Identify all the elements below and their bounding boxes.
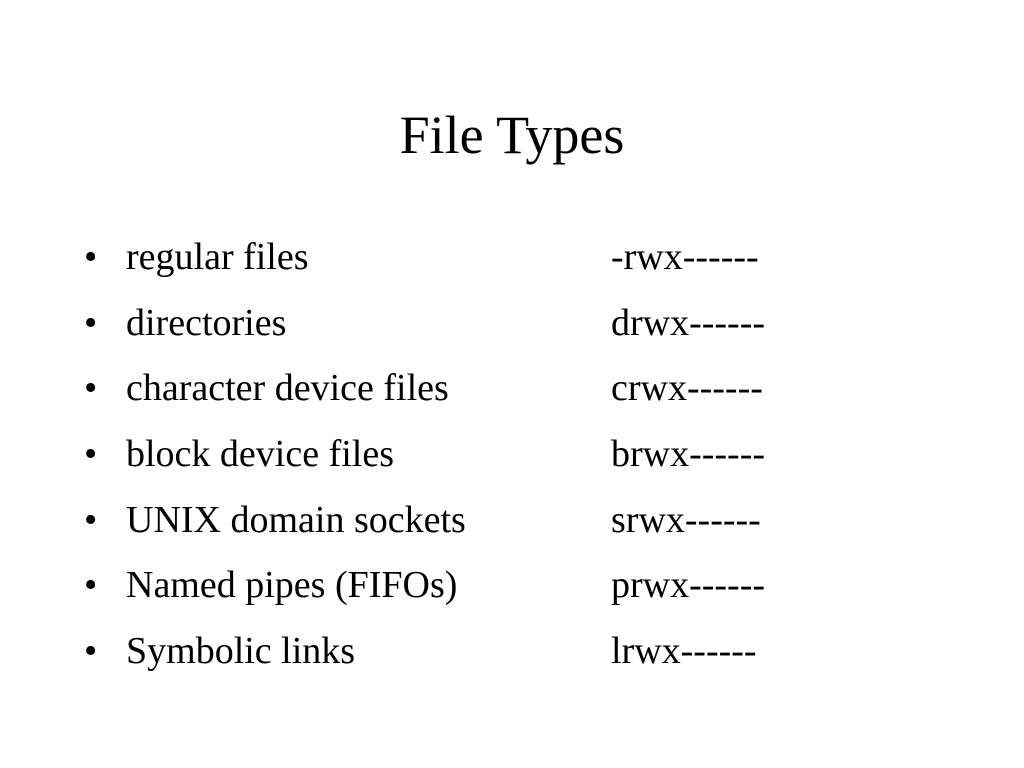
file-type-label: block device files bbox=[126, 433, 395, 476]
list-item: • UNIX domain sockets srwx------ bbox=[84, 495, 765, 561]
permission-string: lrwx------ bbox=[611, 630, 757, 673]
permission-string: drwx------ bbox=[611, 301, 766, 344]
file-type-label: regular files bbox=[126, 236, 309, 278]
permission-string: -rwx------ bbox=[611, 236, 759, 278]
bullet-icon: • bbox=[84, 236, 98, 278]
slide-title: File Types bbox=[399, 105, 625, 165]
list-item: • Named pipes (FIFOs) prwx------ bbox=[84, 560, 765, 626]
list-item: • directories drwx------ bbox=[84, 298, 765, 364]
bullet-icon: • bbox=[84, 367, 98, 410]
list-item: • block device files brwx------ bbox=[84, 429, 765, 495]
permission-string: srwx------ bbox=[611, 498, 761, 541]
bullet-icon: • bbox=[84, 498, 98, 541]
file-type-label: directories bbox=[126, 301, 287, 344]
file-type-label: Named pipes (FIFOs) bbox=[126, 564, 458, 607]
permission-string: prwx------ bbox=[611, 564, 766, 607]
bullet-list: • regular files -rwx------ • directories… bbox=[84, 232, 765, 692]
file-type-label: UNIX domain sockets bbox=[126, 498, 466, 541]
bullet-icon: • bbox=[84, 433, 98, 476]
list-item: • regular files -rwx------ bbox=[84, 232, 765, 298]
permission-string: brwx------ bbox=[611, 433, 766, 476]
permission-string: crwx------ bbox=[611, 367, 763, 410]
bullet-icon: • bbox=[84, 564, 98, 607]
file-type-label: Symbolic links bbox=[126, 630, 356, 673]
file-type-label: character device files bbox=[126, 367, 449, 410]
list-item: • character device files crwx------ bbox=[84, 363, 765, 429]
bullet-icon: • bbox=[84, 301, 98, 344]
bullet-icon: • bbox=[84, 630, 98, 673]
list-item: • Symbolic links lrwx------ bbox=[84, 626, 765, 692]
